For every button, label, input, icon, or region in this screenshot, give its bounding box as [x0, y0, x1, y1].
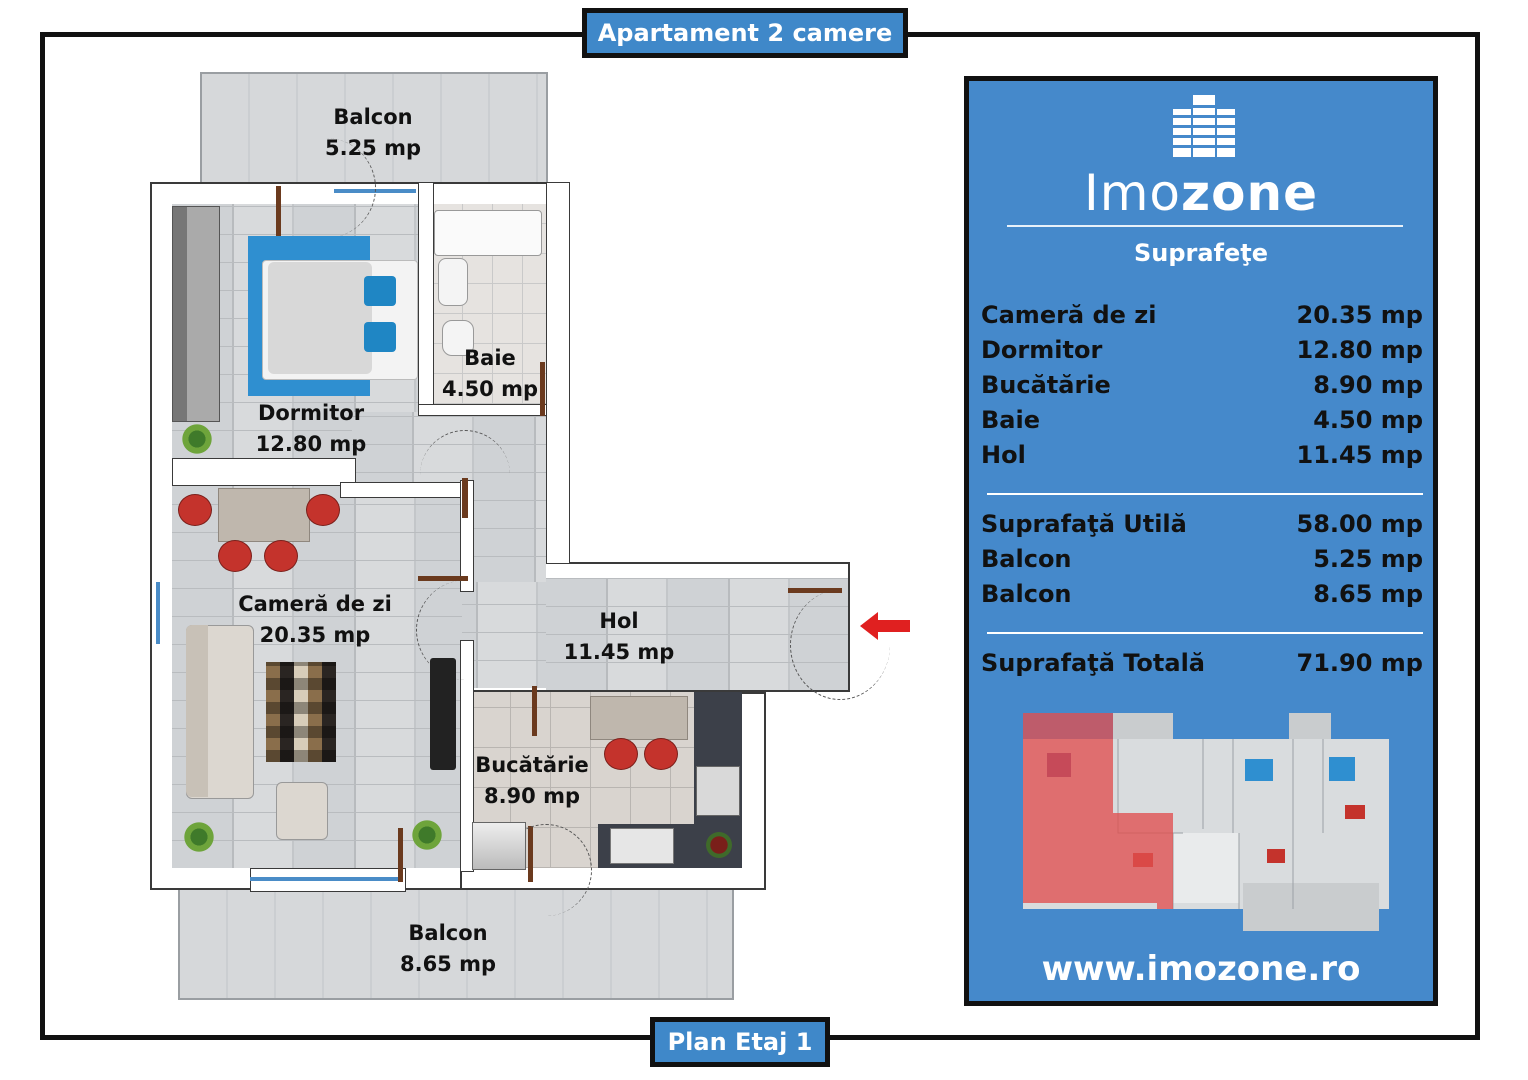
- armchair-icon: [276, 782, 328, 840]
- tv-icon: [430, 658, 456, 770]
- chair-icon: [178, 494, 212, 526]
- website-url[interactable]: www.imozone.ro: [1041, 949, 1361, 989]
- chair-icon: [264, 540, 298, 572]
- bed-cover: [268, 262, 372, 374]
- balcony-bottom: [178, 882, 734, 1000]
- window-living-left: [156, 582, 160, 644]
- footer-plan-label: Plan Etaj 1: [650, 1017, 830, 1067]
- window-living-bottom: [250, 877, 402, 881]
- divider: [987, 493, 1423, 495]
- bathtub-icon: [434, 210, 542, 256]
- pillow-icon: [364, 276, 396, 306]
- door-kitchen: [532, 686, 537, 736]
- divider: [1007, 225, 1403, 227]
- pillow-icon: [364, 322, 396, 352]
- entrance-arrow-icon: [860, 612, 910, 640]
- fruit-bowl-icon: [704, 830, 734, 860]
- panel-title: Suprafeţe: [1133, 239, 1269, 267]
- door-entrance: [788, 588, 842, 593]
- door-swing-bedroom: [276, 138, 376, 238]
- floor-location-thumbnail: [1023, 713, 1389, 931]
- living-rug: [266, 662, 336, 762]
- plant-icon: [182, 820, 216, 854]
- hall-wall-right: [546, 182, 570, 564]
- building-logo-icon: [1167, 95, 1241, 157]
- sofa-back: [186, 625, 208, 797]
- door-balcony-living: [398, 828, 403, 882]
- sink-icon: [438, 258, 468, 306]
- door-swing-living: [416, 580, 516, 680]
- brand-logo-text: Imozone: [1083, 164, 1318, 222]
- bedroom-wall-bottom: [172, 458, 356, 486]
- door-bedroom-balcony: [276, 186, 281, 240]
- chair-icon: [604, 738, 638, 770]
- door-living: [418, 576, 468, 581]
- bathroom-wall-bottom: [418, 404, 550, 416]
- kitchen-sink-icon: [610, 828, 674, 864]
- plant-icon: [410, 818, 444, 852]
- chair-icon: [644, 738, 678, 770]
- stove-icon: [696, 766, 740, 816]
- fridge-icon: [472, 822, 526, 870]
- header-title: Apartament 2 camere: [582, 8, 908, 58]
- door-bathroom: [540, 362, 545, 416]
- chair-icon: [218, 540, 252, 572]
- bathroom-wall-left: [418, 182, 434, 410]
- chair-icon: [306, 494, 340, 526]
- plant-icon: [180, 422, 214, 456]
- dining-table-icon: [218, 488, 310, 542]
- door-swing-bedroom-hall: [420, 430, 510, 520]
- divider: [987, 632, 1423, 634]
- kitchen-table-icon: [590, 696, 688, 740]
- wardrobe-icon: [172, 206, 220, 422]
- door-swing-entrance: [790, 590, 890, 700]
- toilet-icon: [442, 320, 474, 356]
- door-swing-kitchen-balcony: [500, 824, 592, 916]
